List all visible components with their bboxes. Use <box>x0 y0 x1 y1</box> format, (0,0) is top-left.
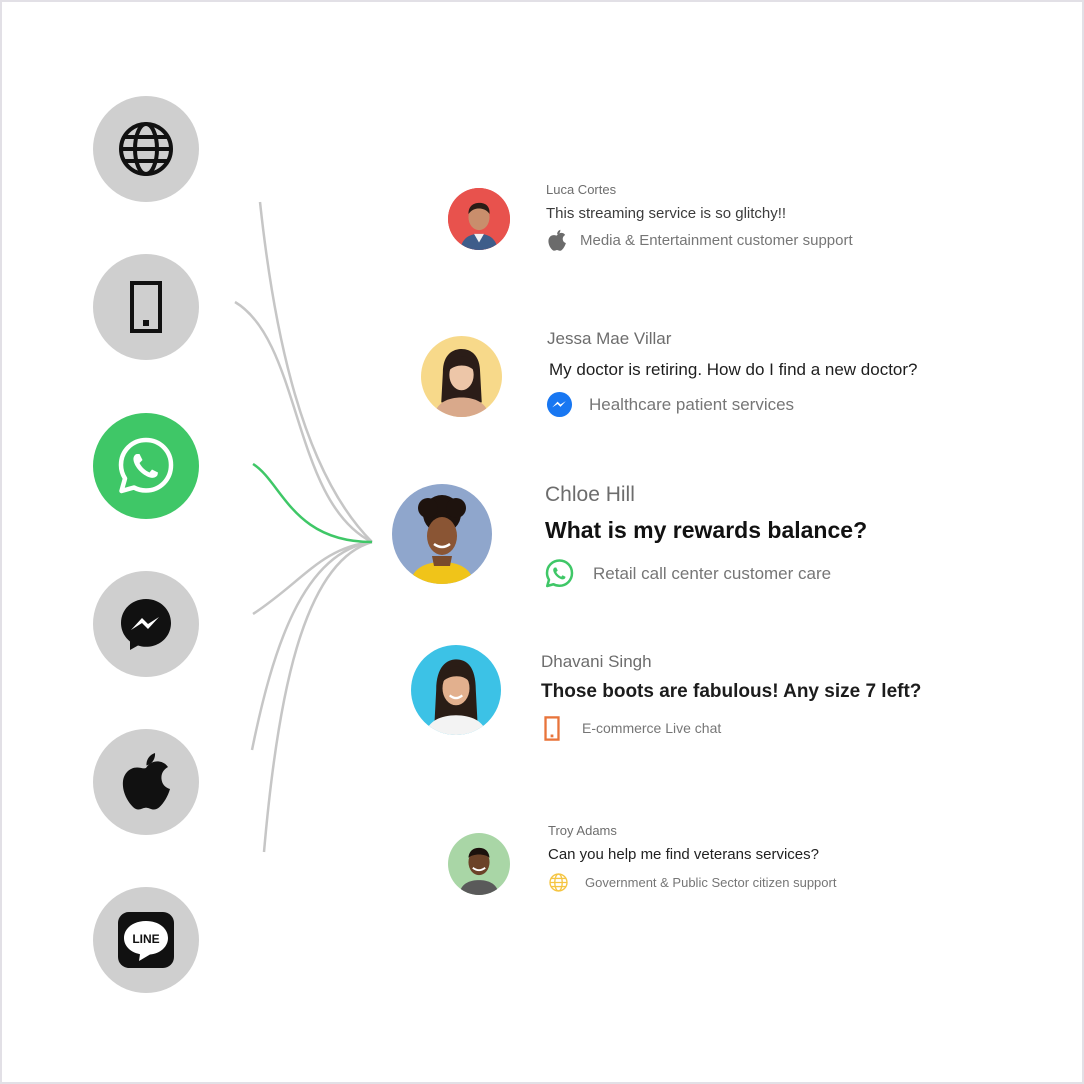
whatsapp-icon <box>544 558 575 589</box>
avatar-luca-cortes <box>448 188 510 250</box>
message-chloe-hill: What is my rewards balance? <box>545 517 868 543</box>
channel-whatsapp[interactable] <box>93 413 199 519</box>
message-dhavani-singh: Those boots are fabulous! Any size 7 lef… <box>541 681 922 702</box>
message-troy-adams: Can you help me find veterans services? <box>548 846 819 863</box>
message-jessa-mae-villar: My doctor is retiring. How do I find a n… <box>549 360 918 379</box>
curve-apple <box>250 540 373 751</box>
channel-context-chloe-hill: Retail call center customer care <box>544 558 831 589</box>
globe-icon <box>548 872 568 892</box>
messenger-icon <box>121 599 171 650</box>
message-luca-cortes: This streaming service is so glitchy!! <box>546 205 787 222</box>
line-icon-label: LINE <box>132 932 159 946</box>
channel-context-dhavani-singh: E-commerce Live chat <box>544 715 721 741</box>
avatar-troy-adams <box>448 833 510 895</box>
context-label: E-commerce Live chat <box>582 720 722 736</box>
context-label: Media & Entertainment customer support <box>580 231 853 249</box>
context-label: Retail call center customer care <box>593 563 832 583</box>
curve-mobile <box>234 300 373 544</box>
channel-mobile[interactable] <box>93 254 199 360</box>
sender-name-luca-cortes: Luca Cortes <box>546 182 617 197</box>
mobile-phone-icon <box>544 715 560 741</box>
channel-web[interactable] <box>93 96 199 202</box>
channel-context-troy-adams: Government & Public Sector citizen suppo… <box>548 872 836 892</box>
curve-line <box>262 540 373 853</box>
channel-context-luca-cortes: Media & Entertainment customer support <box>546 228 853 252</box>
apple-icon <box>122 753 170 810</box>
channel-messenger[interactable] <box>93 571 199 677</box>
curve-whatsapp <box>252 462 373 544</box>
context-label: Government & Public Sector citizen suppo… <box>585 874 837 890</box>
avatar-dhavani-singh <box>411 645 501 735</box>
avatar-jessa-mae-villar <box>421 336 502 417</box>
mobile-phone-icon <box>130 281 162 333</box>
curve-web <box>258 201 373 543</box>
globe-icon <box>119 122 173 176</box>
sender-name-dhavani-singh: Dhavani Singh <box>541 652 652 671</box>
context-label: Healthcare patient services <box>589 394 795 414</box>
whatsapp-icon <box>118 437 174 494</box>
avatar-chloe-hill <box>392 484 492 584</box>
apple-icon <box>546 228 568 252</box>
channel-context-jessa-mae-villar: Healthcare patient services <box>546 391 794 418</box>
channel-line[interactable]: LINE <box>93 887 199 993</box>
messenger-icon <box>546 391 573 418</box>
line-icon: LINE <box>118 912 174 968</box>
sender-name-troy-adams: Troy Adams <box>548 823 617 838</box>
sender-name-jessa-mae-villar: Jessa Mae Villar <box>547 329 672 348</box>
channel-apple[interactable] <box>93 729 199 835</box>
sender-name-chloe-hill: Chloe Hill <box>545 483 635 506</box>
